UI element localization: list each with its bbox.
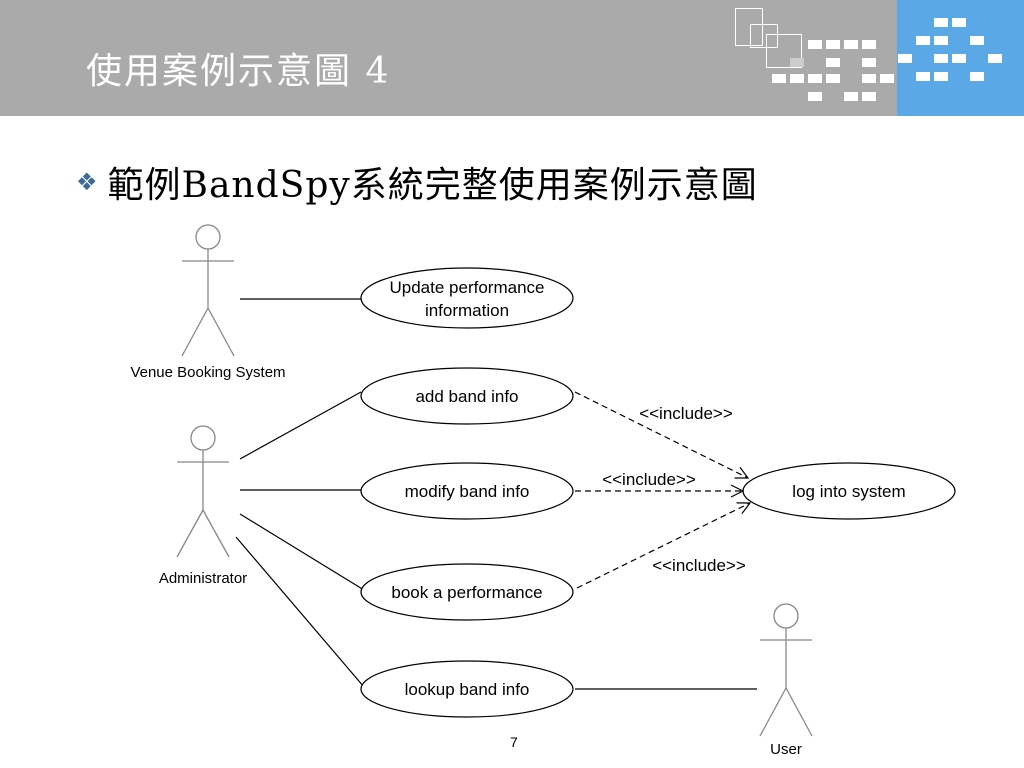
include-label-book: <<include>> [652, 556, 746, 575]
page-number: 7 [510, 734, 518, 750]
include-relations [574, 391, 750, 589]
usecase-log-into-system: log into system [742, 462, 956, 520]
usecase-login-label: log into system [792, 482, 905, 501]
usecase-add-band-info: add band info [360, 367, 574, 425]
bullet-text: 範例BandSpy系統完整使用案例示意圖 [107, 165, 758, 206]
include-label-add: <<include>> [639, 404, 733, 423]
bullet-heading: ❖ 範例BandSpy系統完整使用案例示意圖 [76, 156, 758, 208]
diamond-cluster-icon: ❖ [76, 168, 98, 196]
actor-label-admin: Administrator [159, 570, 247, 587]
usecase-update-line2: information [425, 301, 509, 320]
assoc-admin-book [239, 513, 365, 591]
include-arrow-add [574, 391, 748, 478]
assoc-admin-lookup [235, 536, 365, 688]
usecase-modify-label: modify band info [405, 482, 530, 501]
include-label-modify: <<include>> [602, 470, 696, 489]
assoc-admin-add [239, 391, 362, 460]
usecase-add-label: add band info [415, 387, 518, 406]
actor-user [759, 603, 813, 737]
associations [235, 298, 757, 690]
usecase-book-label: book a performance [391, 583, 542, 602]
usecase-update-line1: Update performance [390, 278, 545, 297]
usecase-lookup-band-info: lookup band info [360, 660, 574, 718]
header-bar: 使用案例示意圖 4 [0, 0, 1024, 116]
usecase-book-performance: book a performance [360, 563, 574, 621]
include-arrow-book [576, 503, 750, 589]
page-title: 使用案例示意圖 4 [86, 51, 391, 92]
usecase-update-performance: Update performance information [360, 267, 574, 329]
actor-label-user: User [770, 741, 802, 758]
actor-venue-booking-system [181, 224, 235, 357]
usecase-modify-band-info: modify band info [360, 462, 574, 520]
actor-label-venue: Venue Booking System [130, 364, 285, 381]
usecase-lookup-label: lookup band info [405, 680, 530, 699]
actor-administrator [176, 425, 230, 558]
